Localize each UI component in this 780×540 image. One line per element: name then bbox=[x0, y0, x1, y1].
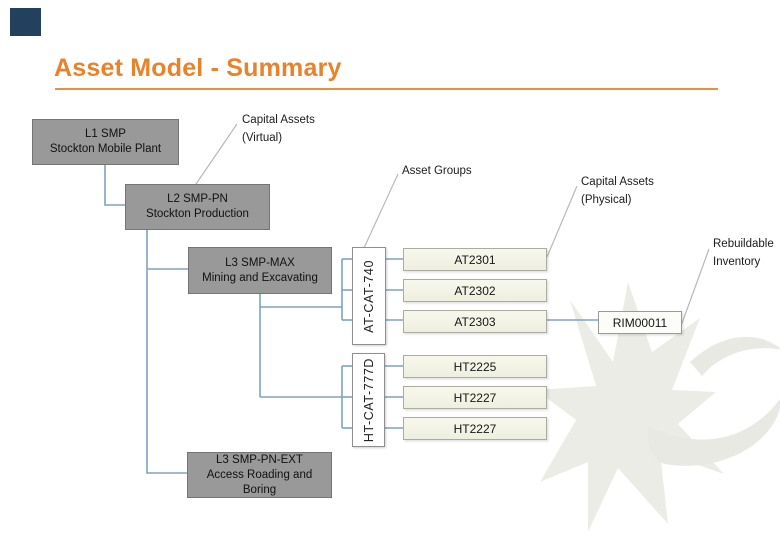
page-title: Asset Model - Summary bbox=[54, 54, 342, 82]
node-l3ext-line1: L3 SMP-PN-EXT bbox=[216, 453, 303, 466]
node-l2-line1: L2 SMP-PN bbox=[167, 193, 228, 205]
connector-lines bbox=[104, 163, 598, 474]
node-l2-line2: Stockton Production bbox=[146, 208, 249, 220]
group-at-label: AT-CAT-740 bbox=[362, 259, 376, 333]
node-l1-line2: Stockton Mobile Plant bbox=[49, 143, 162, 155]
callout-rebuildable-inventory: Rebuildable Inventory bbox=[713, 235, 774, 271]
callout-virtual-line1: Capital Assets bbox=[242, 114, 315, 126]
asset-at2302: AT2302 bbox=[403, 279, 547, 302]
node-l3-smp-pn-ext: L3 SMP-PN-EXT Access Roading and Boring bbox=[187, 452, 332, 498]
asset-ht2227-b-label: HT2227 bbox=[453, 421, 497, 436]
asset-ht2227-a: HT2227 bbox=[403, 386, 547, 409]
node-l1-smp: L1 SMP Stockton Mobile Plant bbox=[32, 119, 179, 165]
title-underline bbox=[55, 88, 718, 90]
asset-at2303: AT2303 bbox=[403, 310, 547, 333]
callout-virtual-line2: (Virtual) bbox=[242, 132, 283, 144]
corner-accent-block bbox=[10, 8, 41, 36]
asset-at2302-label: AT2302 bbox=[454, 283, 496, 298]
callout-capital-assets-physical: Capital Assets (Physical) bbox=[581, 173, 654, 209]
node-l3-smp-max: L3 SMP-MAX Mining and Excavating bbox=[188, 247, 332, 294]
node-l3ext-line2: Access Roading and bbox=[206, 468, 313, 481]
node-l3ext-line3: Boring bbox=[242, 483, 277, 496]
callout-rebuildable-line1: Rebuildable bbox=[713, 238, 774, 250]
asset-ht2225: HT2225 bbox=[403, 355, 547, 378]
asset-at2301-label: AT2301 bbox=[454, 252, 496, 267]
watermark-logo bbox=[536, 282, 780, 532]
node-l2-smp-pn: L2 SMP-PN Stockton Production bbox=[125, 184, 270, 230]
asset-at2301: AT2301 bbox=[403, 248, 547, 271]
callout-asset-groups: Asset Groups bbox=[402, 162, 472, 180]
callout-asset-groups-line1: Asset Groups bbox=[402, 165, 472, 177]
asset-ht2227-b: HT2227 bbox=[403, 417, 547, 440]
node-l3max-line1: L3 SMP-MAX bbox=[225, 256, 295, 269]
rim-box: RIM00011 bbox=[598, 311, 682, 334]
node-l1-line1: L1 SMP bbox=[85, 128, 126, 140]
rim-label: RIM00011 bbox=[612, 315, 668, 330]
group-ht-cat-777d: HT-CAT-777D bbox=[352, 353, 385, 447]
callout-rebuildable-line2: Inventory bbox=[713, 256, 761, 268]
node-l3max-line2: Mining and Excavating bbox=[202, 271, 318, 284]
callout-physical-line1: Capital Assets bbox=[581, 176, 654, 188]
asset-at2303-label: AT2303 bbox=[454, 314, 496, 329]
asset-ht2227-a-label: HT2227 bbox=[453, 390, 497, 405]
callout-leader-lines bbox=[195, 123, 710, 327]
callout-physical-line2: (Physical) bbox=[581, 194, 632, 206]
asset-ht2225-label: HT2225 bbox=[453, 359, 497, 374]
group-ht-label: HT-CAT-777D bbox=[361, 357, 376, 443]
callout-capital-assets-virtual: Capital Assets (Virtual) bbox=[242, 111, 315, 147]
group-at-cat-740: AT-CAT-740 bbox=[352, 247, 386, 345]
